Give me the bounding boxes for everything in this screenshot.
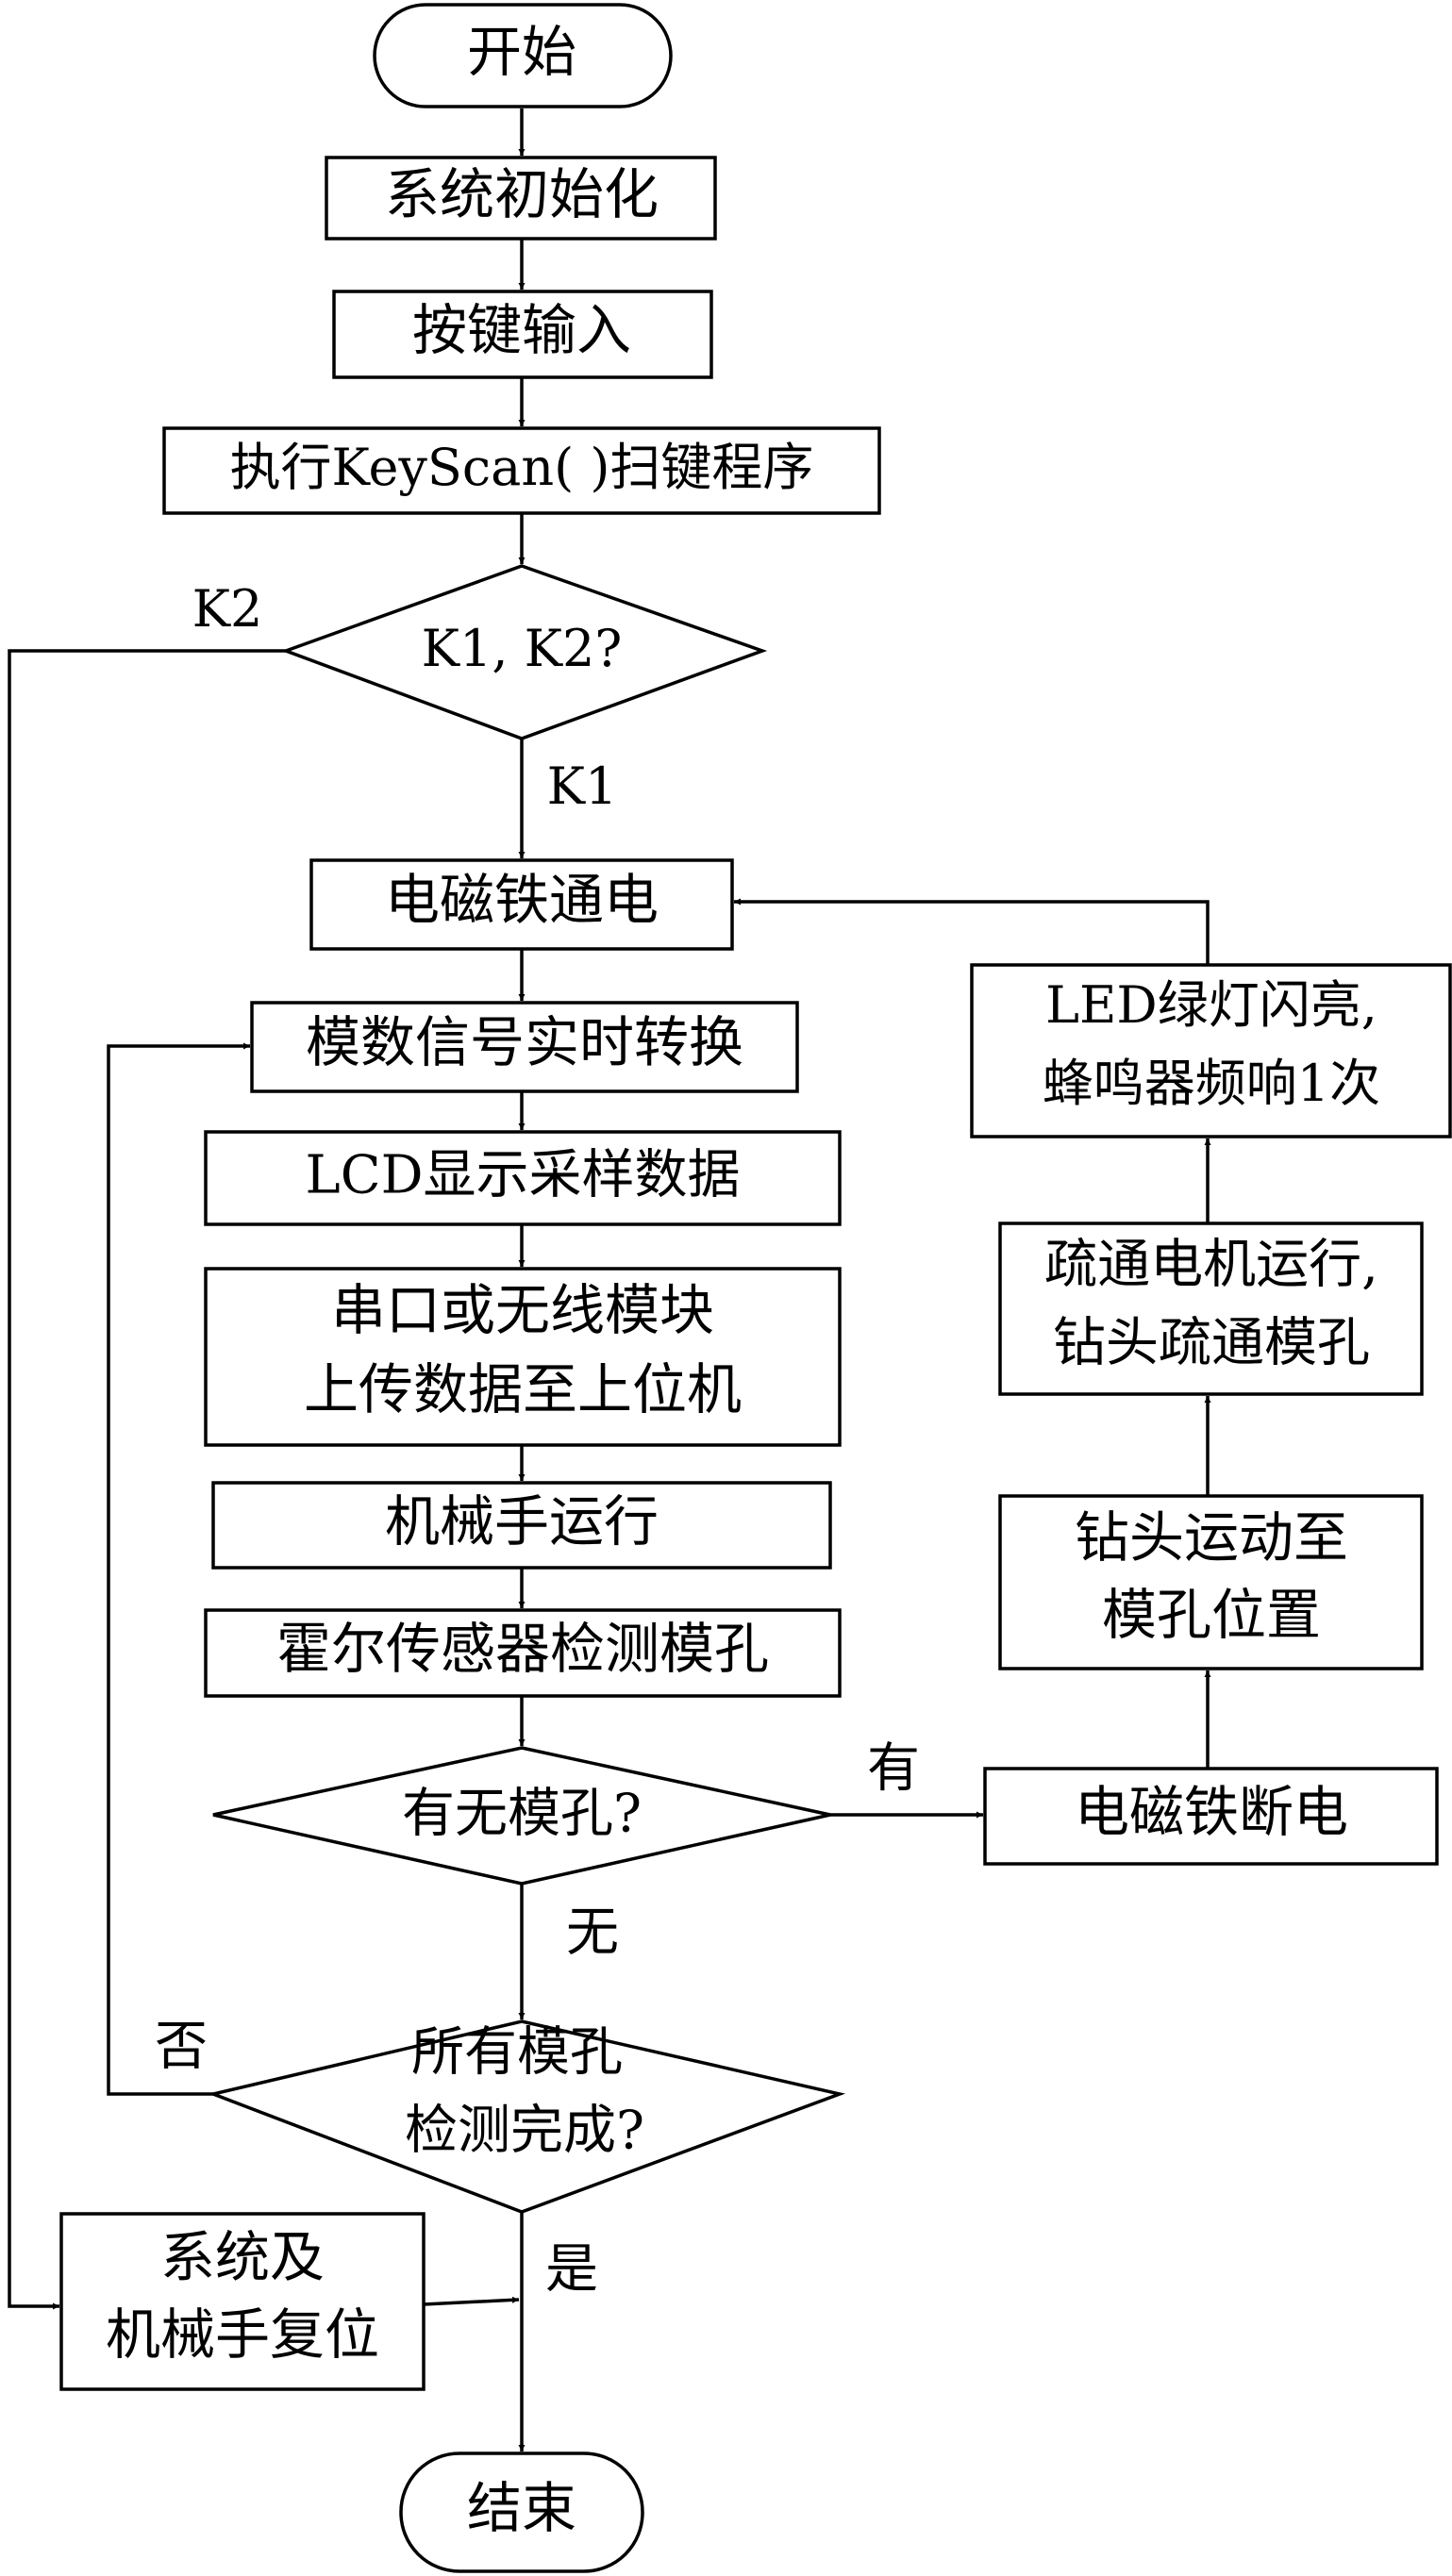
edge-label-no: 否 — [155, 2017, 208, 2078]
adc-box — [250, 1001, 799, 1093]
motor-label-2: 钻头疏通模孔 — [1053, 1313, 1370, 1374]
magnet-on-box — [309, 858, 734, 951]
init-box — [325, 156, 717, 241]
reset-label-1: 系统及 — [160, 2225, 325, 2289]
edge-label-k1: K1 — [547, 756, 618, 816]
decision-hole — [212, 1746, 831, 1886]
lcd-box — [204, 1130, 842, 1226]
start-label: 开始 — [467, 20, 576, 84]
end-label: 结束 — [467, 2476, 576, 2540]
init-label: 系统初始化 — [385, 162, 659, 226]
motor-box — [998, 1222, 1424, 1396]
edge-label-none: 无 — [566, 1903, 619, 1964]
keyscan-box — [162, 426, 881, 515]
edge-led-magnet-on — [734, 898, 1210, 965]
reset-label-2: 机械手复位 — [106, 2302, 379, 2367]
decision-done-label-1: 所有模孔 — [411, 2022, 623, 2084]
led-label-2: 蜂鸣器频响1次 — [1043, 1054, 1380, 1113]
drill-move-label-1: 钻头运动至 — [1075, 1505, 1348, 1570]
decision-done-label-2: 检测完成? — [405, 2101, 644, 2162]
magnet-off-box — [983, 1767, 1439, 1866]
lcd-label: LCD显示采样数据 — [306, 1145, 741, 1206]
led-box — [970, 963, 1452, 1138]
reset-box — [59, 2212, 426, 2391]
upload-box — [204, 1267, 842, 1447]
edge-not-done-loop — [107, 1042, 250, 2096]
arm-run-label: 机械手运行 — [385, 1489, 659, 1554]
connectors — [8, 108, 1211, 2451]
led-label-1: LED绿灯闪亮, — [1045, 975, 1377, 1035]
edge-label-k2: K2 — [192, 579, 263, 639]
edge-label-yes: 是 — [545, 2239, 598, 2301]
adc-label: 模数信号实时转换 — [306, 1010, 743, 1074]
decision-key — [280, 564, 768, 740]
edge-k2-to-reset — [8, 649, 286, 2310]
edge-label-texts: K2 K1 有 无 否 是 — [155, 579, 920, 2301]
key-input-label: 按键输入 — [412, 298, 631, 362]
hall-label: 霍尔传感器检测模孔 — [276, 1617, 769, 1681]
keyscan-label: 执行KeyScan( )扫键程序 — [230, 438, 814, 497]
drill-move-label-2: 模孔位置 — [1102, 1583, 1321, 1647]
decision-key-label: K1, K2? — [422, 619, 623, 678]
node-texts: 开始 系统初始化 按键输入 执行KeyScan( )扫键程序 K1, K2? 电… — [106, 20, 1380, 2540]
shapes — [59, 3, 1452, 2573]
end-terminal — [399, 2451, 644, 2573]
arm-run-box — [211, 1481, 832, 1570]
upload-label-1: 串口或无线模块 — [331, 1278, 714, 1342]
hall-box — [204, 1608, 842, 1698]
edge-reset-join — [423, 2296, 520, 2306]
motor-label-1: 疏通电机运行, — [1044, 1235, 1378, 1296]
drill-move-box — [998, 1494, 1424, 1670]
key-input-box — [332, 290, 713, 379]
decision-done — [208, 2019, 846, 2214]
magnet-on-label: 电磁铁通电 — [385, 868, 659, 932]
upload-label-2: 上传数据至上位机 — [304, 1357, 742, 1421]
start-terminal — [373, 3, 673, 108]
decision-hole-label: 有无模孔? — [402, 1784, 642, 1845]
edge-label-has: 有 — [867, 1738, 920, 1800]
magnet-off-label: 电磁铁断电 — [1075, 1780, 1348, 1844]
